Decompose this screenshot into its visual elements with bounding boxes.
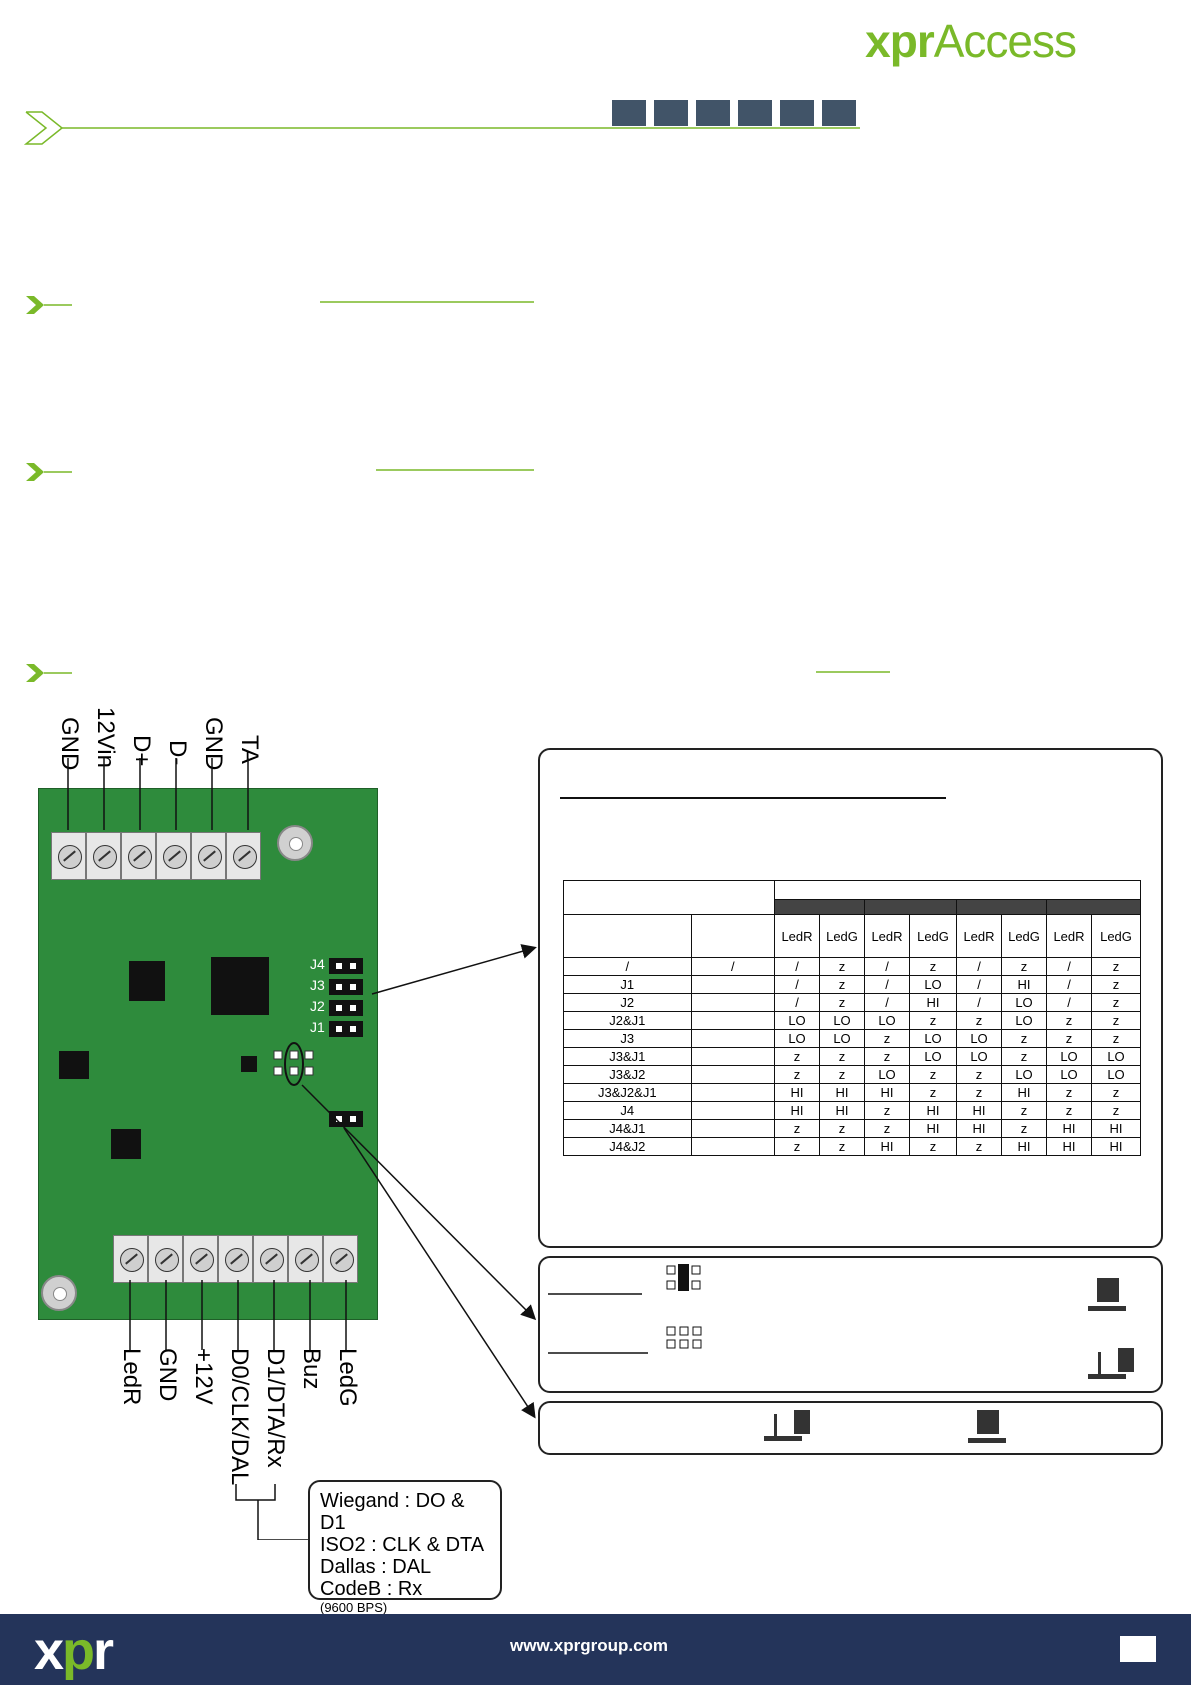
col-header: LedR [956, 914, 1002, 958]
screw-terminal [288, 1235, 323, 1283]
screw-terminal [218, 1235, 253, 1283]
jumper-j1 [329, 1021, 363, 1037]
col-header: LedR [1046, 914, 1092, 958]
screw-terminal [86, 832, 121, 880]
screw-terminal [183, 1235, 218, 1283]
section-bullet-1 [26, 296, 534, 314]
microcontroller-chip [211, 957, 269, 1015]
code-line-dallas: Dallas : DAL [320, 1556, 432, 1578]
screw-terminal [191, 832, 226, 880]
code-baud-note: (9600 BPS) [320, 1600, 388, 1615]
footer-logo: xpr [34, 1621, 114, 1681]
code-line-codeb: CodeB : Rx [320, 1578, 423, 1600]
screw-terminal [226, 832, 261, 880]
jumper-bottom [329, 1111, 363, 1127]
table-title-underline [560, 797, 946, 799]
table-cell: HI [1091, 1137, 1141, 1156]
pcb-board: J4 J3 J2 J1 [38, 788, 378, 1320]
jumper-j3 [329, 979, 363, 995]
screw-terminal [253, 1235, 288, 1283]
page-number-box [1120, 1636, 1156, 1662]
table-cell: LO [1046, 1065, 1092, 1084]
col-header: LedG [1001, 914, 1047, 958]
code-line-iso2: ISO2 : CLK & DTA [320, 1534, 485, 1556]
table-cell [690, 1137, 776, 1156]
jumper-label-j3: J3 [310, 977, 325, 993]
table-cell: J3&J1 [563, 1047, 692, 1066]
col-header: LedG [819, 914, 865, 958]
jumper-label-j1: J1 [310, 1019, 325, 1035]
table-cell: HI [819, 1083, 865, 1102]
table-cell: LO [1091, 1065, 1141, 1084]
screw-terminal [51, 832, 86, 880]
screw-terminal [113, 1235, 148, 1283]
code-line-wiegand: Wiegand : DO & D1 [320, 1490, 465, 1534]
jumper-j2 [329, 1000, 363, 1016]
screw-terminal [121, 832, 156, 880]
page-footer: xpr www.xprgroup.com [0, 1614, 1191, 1685]
jumper-note-box [538, 1401, 1163, 1455]
jumper-j4 [329, 958, 363, 974]
table-cell: HI [909, 1119, 957, 1138]
table-cell: HI [1091, 1119, 1141, 1138]
decorative-squares [612, 100, 856, 126]
jumper-label-j4: J4 [310, 956, 325, 972]
mounting-hole [277, 825, 313, 861]
col-header: LedG [909, 914, 957, 958]
ic-chip [59, 1051, 89, 1079]
col-header: LedR [774, 914, 820, 958]
jumper-label-j2: J2 [310, 998, 325, 1014]
section-header-arrow [24, 111, 860, 145]
table-cell: LO [864, 1011, 910, 1030]
reader-code-legend: Wiegand : DO & D1 ISO2 : CLK & DTA Dalla… [308, 1480, 502, 1615]
table-cell: HI [909, 993, 957, 1012]
screw-terminal [148, 1235, 183, 1283]
table-cell: HI [1046, 1119, 1092, 1138]
section-bullet-3 [26, 664, 890, 682]
col-header: LedG [1091, 914, 1141, 958]
screw-terminal [323, 1235, 358, 1283]
brand-logo: xprAccess [865, 15, 1077, 67]
jumper-table: LedR LedG LedR LedG LedR LedG LedR LedG … [563, 880, 1141, 1156]
screw-terminal [156, 832, 191, 880]
section-bullet-2 [26, 463, 534, 481]
mounting-hole [41, 1275, 77, 1311]
jumper-setting-box [538, 1256, 1163, 1393]
footer-url[interactable]: www.xprgroup.com [510, 1636, 669, 1655]
wiring-lines [67, 758, 347, 1540]
table-cell: LO [774, 1011, 820, 1030]
table-cell: J2&J1 [563, 1011, 692, 1030]
ic-chip [129, 961, 165, 1001]
table-cell: LO [1001, 1011, 1047, 1030]
ic-chip [111, 1129, 141, 1159]
ic-chip [241, 1056, 257, 1072]
table-cell: z [956, 1137, 1002, 1156]
table-cell: J3&J2&J1 [563, 1083, 692, 1102]
table-cell: LO [956, 1029, 1002, 1048]
